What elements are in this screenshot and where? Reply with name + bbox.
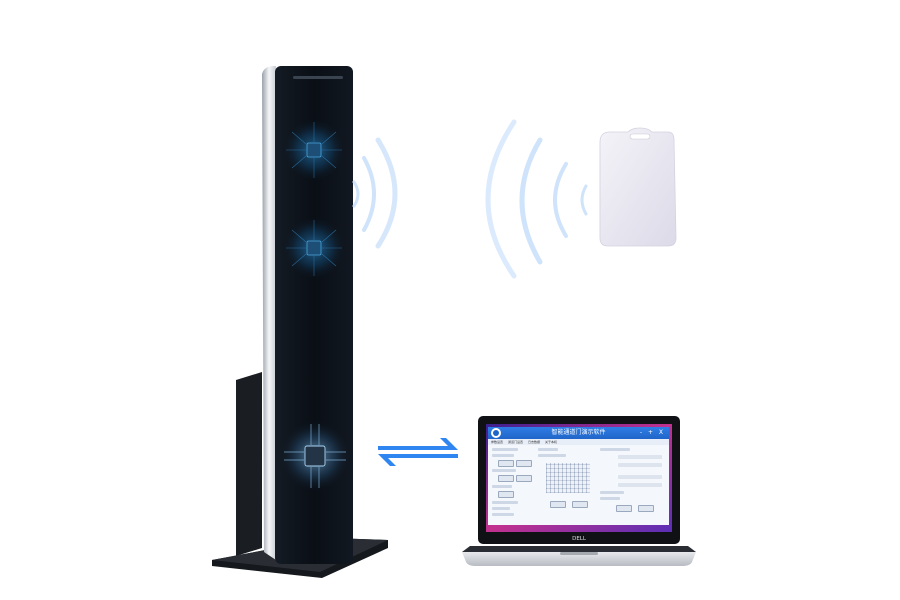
data-grid (546, 463, 590, 493)
signal-waves-icon (352, 137, 398, 249)
form-button[interactable] (498, 475, 514, 482)
menu-item[interactable]: 参数设置 (491, 440, 504, 444)
form-row (492, 513, 514, 516)
panel-bezel (262, 66, 276, 560)
form-button[interactable] (516, 460, 532, 467)
chip-antenna-middle (282, 216, 346, 280)
menu-item[interactable]: 日志数据 (527, 440, 540, 444)
panel-top-slot (293, 76, 343, 79)
form-row (600, 497, 620, 500)
form-row (600, 491, 624, 494)
form-row (618, 455, 662, 459)
menu-item[interactable]: 通道门设置 (507, 440, 523, 444)
menu-item[interactable]: 关于本机 (544, 440, 557, 444)
form-row (618, 463, 662, 467)
chip-antenna-upper (282, 118, 346, 182)
form-row (492, 507, 510, 510)
form-row (492, 501, 518, 504)
form-row (492, 469, 516, 472)
form-row (492, 454, 514, 457)
bidirectional-arrows-icon (378, 438, 458, 466)
signal-waves-icon (485, 119, 588, 279)
form-button[interactable] (498, 491, 514, 498)
app-logo-icon (491, 428, 501, 438)
app-menubar: 参数设置 通道门设置 日志数据 关于本机 (488, 439, 669, 445)
laptop-base (462, 552, 696, 566)
laptop-brand: DELL (572, 536, 587, 542)
form-button[interactable] (516, 475, 532, 482)
panel-rear-support (236, 372, 262, 556)
form-row (618, 475, 662, 479)
form-row (600, 448, 630, 451)
form-button[interactable] (638, 505, 654, 512)
form-button[interactable] (498, 460, 514, 467)
form-row (492, 485, 512, 488)
app-body (488, 445, 669, 525)
form-row (492, 448, 518, 451)
laptop-app-window: 智能通道门演示软件 - + X 参数设置 通道门设置 日志数据 关于本机 (488, 427, 669, 525)
app-title: 智能通道门演示软件 (551, 429, 606, 436)
form-row (538, 448, 558, 451)
chip-antenna-lower (279, 420, 351, 492)
form-row (538, 454, 566, 457)
form-row (618, 483, 662, 487)
form-button[interactable] (572, 501, 588, 508)
form-button[interactable] (550, 501, 566, 508)
form-button[interactable] (616, 505, 632, 512)
app-titlebar: 智能通道门演示软件 - + X (488, 427, 669, 439)
window-controls[interactable]: - + X (639, 429, 665, 436)
rfid-reader-panel (212, 66, 388, 578)
rfid-tag-card (599, 127, 677, 247)
